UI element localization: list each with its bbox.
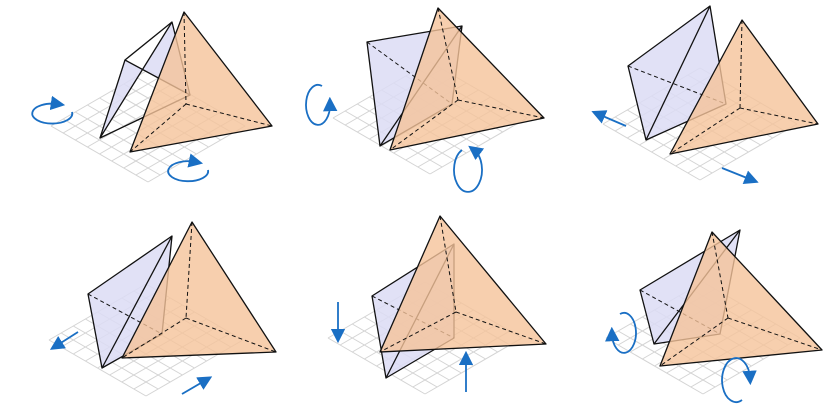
rotate-arrow-icon <box>453 145 485 193</box>
translate-arrow-icon <box>181 376 213 395</box>
orange-tetrahedron <box>669 19 819 155</box>
hidden-edge <box>739 107 819 125</box>
hidden-edge <box>639 289 721 335</box>
hidden-edge <box>185 317 277 353</box>
hidden-edge <box>183 11 187 105</box>
orange-tetrahedron <box>659 231 823 367</box>
rotate-arrow-icon <box>605 311 637 354</box>
hidden-edge <box>455 311 547 345</box>
translate-arrow-icon <box>591 110 627 127</box>
rotate-arrow-icon <box>721 357 757 403</box>
hidden-edge <box>379 311 457 353</box>
panel-5 <box>327 215 547 395</box>
hidden-edge <box>371 295 455 339</box>
hidden-edge <box>727 317 823 351</box>
rotate-arrow-icon <box>31 95 74 125</box>
blue-edge <box>124 21 173 61</box>
hidden-edge <box>439 215 457 313</box>
panel-2 <box>305 7 545 193</box>
panel-3 <box>591 5 819 185</box>
orange-tetrahedron <box>379 215 547 353</box>
hidden-edge <box>437 7 459 101</box>
orange-tetrahedron <box>389 7 545 151</box>
grid-line <box>699 123 798 181</box>
hidden-edge <box>121 317 187 359</box>
panel-1 <box>31 11 273 183</box>
panel-4 <box>48 221 277 397</box>
blue-edge <box>101 235 173 369</box>
hidden-edge <box>739 19 743 109</box>
hidden-edge <box>185 221 193 319</box>
hidden-edge <box>457 99 545 119</box>
hidden-edge <box>389 99 459 151</box>
rotate-arrow-icon <box>167 153 210 183</box>
orange-tetrahedron <box>121 221 277 359</box>
hidden-edge <box>129 103 187 153</box>
translate-arrow-icon <box>49 331 79 350</box>
rotate-arrow-icon <box>305 83 338 126</box>
grid-line <box>424 337 523 395</box>
blue-edge <box>645 5 711 141</box>
hidden-edge <box>185 103 273 127</box>
panel-6 <box>605 229 823 403</box>
translate-arrow-icon <box>721 167 759 185</box>
hidden-edge <box>711 231 729 319</box>
